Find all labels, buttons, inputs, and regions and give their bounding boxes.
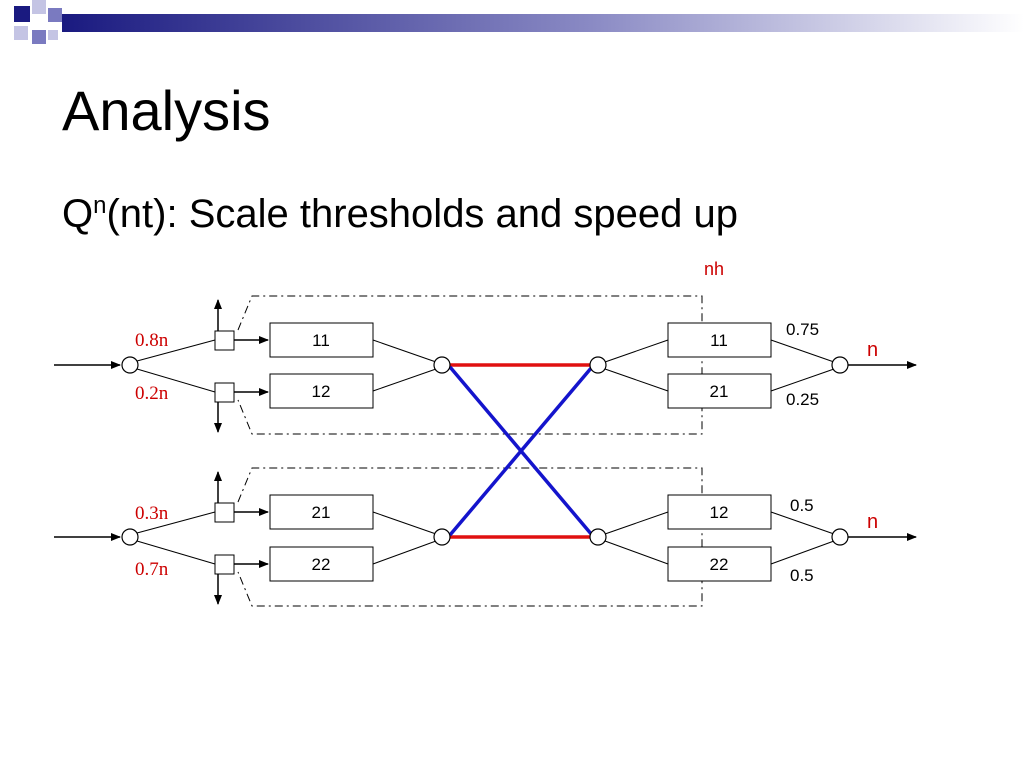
output-node (831, 528, 849, 546)
slide-subtitle: Qn(nt): Scale thresholds and speed up (62, 192, 738, 237)
threshold-box (214, 382, 235, 403)
split-line (604, 368, 669, 392)
input-rate-label: 0.7n (135, 559, 169, 580)
split-line (136, 339, 216, 362)
left-queue-label: 22 (312, 555, 331, 574)
middle-node (433, 356, 451, 374)
dashed-boundary-bottom (237, 467, 703, 607)
subtitle-prefix: Q (62, 192, 94, 236)
merge-line (372, 339, 437, 363)
split-line (136, 540, 216, 565)
output-merge-line (770, 540, 835, 565)
input-rate-label: 0.2n (135, 383, 169, 404)
input-rate-label: 0.3n (135, 503, 169, 524)
split-node-bottom (121, 528, 139, 546)
routing-prob-label: 0.5 (790, 566, 814, 585)
middle-node (433, 528, 451, 546)
output-merge-line (770, 368, 835, 392)
right-queue-box (667, 373, 772, 409)
merge-line (372, 511, 437, 535)
subtitle-text: (nt): Scale thresholds and speed up (106, 192, 738, 236)
output-merge-line (770, 511, 835, 535)
split-line (604, 540, 669, 565)
header-decoration (14, 0, 1024, 44)
top-label-nh: nh (704, 259, 724, 279)
split-line (604, 339, 669, 363)
subtitle-superscript: n (93, 192, 107, 219)
left-queue-label: 21 (312, 503, 331, 522)
merge-line (372, 540, 437, 565)
left-queue-box (269, 322, 374, 358)
right-queue-label: 22 (710, 555, 729, 574)
right-queue-box (667, 546, 772, 582)
routing-prob-label: 0.75 (786, 320, 819, 339)
split-line (604, 511, 669, 535)
split-line (136, 511, 216, 534)
blue-link-up (448, 365, 594, 537)
threshold-box (214, 330, 235, 351)
middle-node (589, 528, 607, 546)
output-node (831, 356, 849, 374)
right-queue-label: 12 (710, 503, 729, 522)
output-merge-line (770, 339, 835, 363)
routing-prob-label: 0.5 (790, 496, 814, 515)
merge-line (372, 368, 437, 392)
right-queue-label: 11 (710, 331, 728, 350)
left-queue-box (269, 373, 374, 409)
dashed-boundary-top (237, 295, 703, 435)
threshold-box (214, 554, 235, 575)
split-node-top (121, 356, 139, 374)
left-queue-box (269, 494, 374, 530)
slide-title: Analysis (62, 79, 271, 142)
left-queue-box (269, 546, 374, 582)
split-line (136, 368, 216, 393)
input-rate-label: 0.8n (135, 330, 169, 351)
right-queue-label: 21 (710, 382, 729, 401)
left-queue-label: 11 (312, 331, 330, 350)
output-label: n (867, 511, 878, 533)
output-label: n (867, 339, 878, 361)
middle-node (589, 356, 607, 374)
right-queue-box (667, 322, 772, 358)
threshold-box (214, 502, 235, 523)
routing-prob-label: 0.25 (786, 390, 819, 409)
left-queue-label: 12 (312, 382, 331, 401)
right-queue-box (667, 494, 772, 530)
